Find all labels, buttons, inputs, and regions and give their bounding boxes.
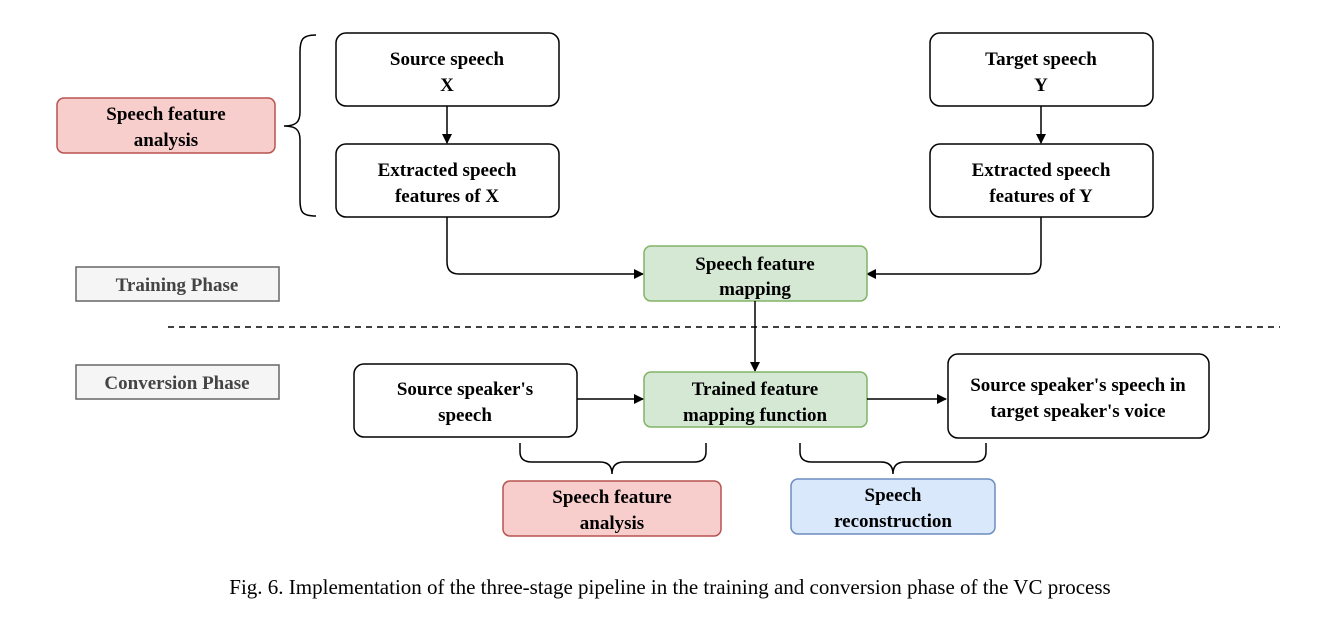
figure-caption: Fig. 6. Implementation of the three-stag… bbox=[229, 575, 1110, 599]
source-speaker-speech-box bbox=[353, 363, 578, 438]
output-speech-node: Source speaker's speech in target speake… bbox=[947, 353, 1210, 439]
source-speaker-speech-line2: speech bbox=[438, 405, 492, 426]
training-phase-text: Training Phase bbox=[116, 275, 239, 296]
trained-mapping-line1: Trained feature bbox=[692, 379, 818, 400]
analysis-bottom-background bbox=[502, 480, 722, 537]
analysis-bottom-line1: Speech feature bbox=[552, 487, 671, 508]
extracted-x-node: Extracted speech features of X bbox=[335, 143, 560, 218]
analysis-bottom-line2: analysis bbox=[580, 513, 644, 534]
source-speech-node: Source speech X bbox=[335, 32, 560, 107]
trained-mapping-line2: mapping function bbox=[683, 405, 828, 426]
output-speech-line2: target speaker's voice bbox=[990, 401, 1165, 422]
reconstruction-line1: Speech bbox=[865, 485, 922, 506]
extracted-y-line1: Extracted speech bbox=[972, 160, 1111, 181]
stage-label-analysis-top: Speech feature analysis bbox=[56, 97, 276, 154]
conversion-phase-text: Conversion Phase bbox=[104, 373, 249, 394]
target-speech-node: Target speech Y bbox=[929, 32, 1154, 107]
extracted-x-line2: features of X bbox=[395, 186, 499, 207]
analysis-top-brace bbox=[283, 34, 317, 217]
source-speech-line2: X bbox=[440, 75, 454, 96]
arrow-extracted-x-to-mapping bbox=[446, 217, 644, 279]
extracted-x-line1: Extracted speech bbox=[378, 160, 517, 181]
analysis-top-line2: analysis bbox=[134, 130, 198, 151]
reconstruction-line2: reconstruction bbox=[834, 511, 952, 532]
feature-mapping-node: Speech feature mapping bbox=[643, 245, 868, 302]
reconstruction-brace bbox=[799, 443, 987, 475]
analysis-top-line1: Speech feature bbox=[106, 104, 225, 125]
output-speech-box bbox=[947, 353, 1210, 439]
source-speech-line1: Source speech bbox=[390, 49, 505, 70]
trained-mapping-node: Trained feature mapping function bbox=[643, 371, 868, 428]
arrow-extracted-y-to-mapping bbox=[866, 217, 1042, 279]
training-phase-label: Training Phase bbox=[75, 266, 280, 302]
reconstruction-background bbox=[790, 478, 996, 535]
training-phase-box bbox=[75, 266, 280, 302]
feature-mapping-line2: mapping bbox=[719, 279, 791, 300]
output-speech-line1: Source speaker's speech in bbox=[970, 375, 1186, 396]
extracted-y-line2: features of Y bbox=[989, 186, 1093, 207]
feature-mapping-line1: Speech feature bbox=[695, 254, 814, 275]
target-speech-line1: Target speech bbox=[985, 49, 1097, 70]
source-speaker-speech-line1: Source speaker's bbox=[397, 379, 533, 400]
analysis-bottom-brace bbox=[519, 443, 707, 475]
target-speech-line2: Y bbox=[1034, 75, 1048, 96]
extracted-y-node: Extracted speech features of Y bbox=[929, 143, 1154, 218]
stage-label-reconstruction: Speech reconstruction bbox=[790, 478, 996, 535]
stage-label-analysis-bottom: Speech feature analysis bbox=[502, 480, 722, 537]
conversion-phase-box bbox=[75, 364, 280, 400]
analysis-top-background bbox=[56, 97, 276, 154]
source-speaker-speech-node: Source speaker's speech bbox=[353, 363, 578, 438]
conversion-phase-label: Conversion Phase bbox=[75, 364, 280, 400]
